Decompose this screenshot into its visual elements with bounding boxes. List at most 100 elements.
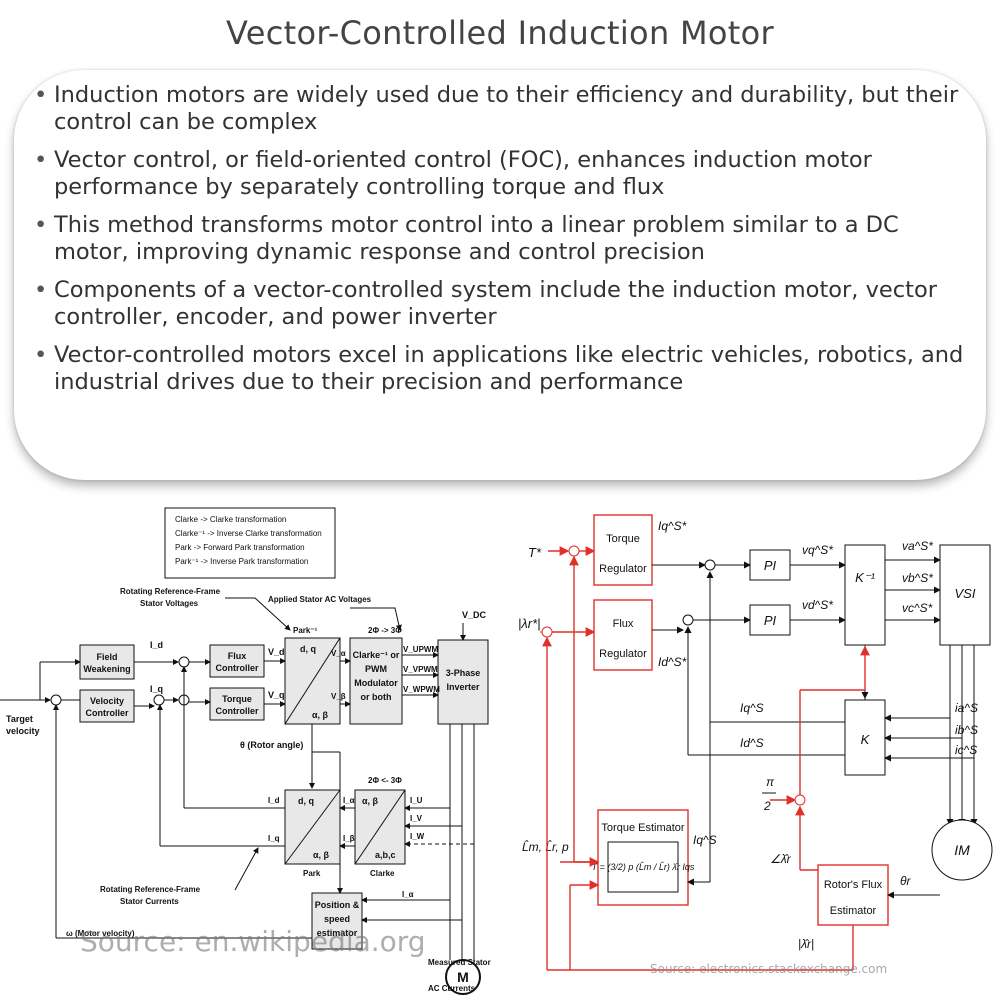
signal-vb: vb^S* (902, 571, 933, 585)
label-rotating-currents: Stator Currents (120, 897, 179, 906)
source-left: Source: en.wikipedia.org (80, 925, 426, 958)
signal-lambda-mag: |λ̂r| (798, 937, 814, 951)
motor-symbol (445, 959, 481, 995)
signal-va: va^S* (902, 539, 933, 553)
label-rotating-voltages: Rotating Reference-Frame (120, 587, 221, 596)
signal-ib: ib^S (955, 723, 978, 737)
k-block (844, 699, 886, 776)
block-label: Torque (222, 694, 252, 704)
signal-label: I_U (410, 796, 423, 805)
block-label: Torque Estimator (601, 822, 684, 834)
signal-vc: vc^S* (902, 601, 933, 615)
signal-iq-est: Iq^S (693, 833, 717, 847)
label-target-velocity: velocity (6, 726, 40, 736)
block-label: Torque (606, 533, 640, 545)
block-label: Position & (315, 900, 360, 910)
signal-label: I_q (268, 834, 280, 843)
block-label: Modulator (354, 678, 398, 688)
signal-label: V_VPWM (403, 665, 438, 674)
legend-line: Park -> Forward Park transformation (175, 543, 305, 552)
pi-block-q (749, 549, 791, 581)
label-measured: AC Currents (428, 984, 476, 993)
label-3to2: 2Φ <- 3Φ (368, 776, 402, 785)
label-measured: Measured Stator (428, 958, 491, 967)
signal-vd-ref: vd^S* (802, 598, 833, 612)
block-label: K (861, 732, 871, 747)
block-label: Regulator (599, 563, 647, 575)
signal-label: I_α (402, 890, 414, 899)
signal-label: I_β (343, 834, 355, 843)
summary-card (14, 70, 986, 480)
block-label: 3-Phase (446, 668, 481, 678)
label-motor-velocity: ω (Motor velocity) (66, 929, 135, 938)
bullet-item: Components of a vector-controlled system… (34, 277, 974, 331)
block-label: VSI (955, 586, 976, 601)
signal-id-ref: Id^S* (658, 655, 687, 669)
legend-line: Clarke⁻¹ -> Inverse Clarke transformatio… (175, 529, 322, 538)
estimator-inputs: L̂m, L̂r, p (522, 839, 569, 854)
velocity-controller-block (79, 689, 135, 723)
signal-label: V_α (331, 649, 346, 658)
induction-motor-symbol (931, 819, 993, 881)
bullet-item: Induction motors are widely used due to … (34, 82, 974, 136)
signal-label: V_UPWM (403, 645, 438, 654)
block-label: K⁻¹ (855, 570, 876, 585)
block-label: Inverter (446, 682, 480, 692)
block-label: Rotor's Flux (824, 879, 883, 891)
block-label: Controller (215, 663, 258, 673)
legend-box (164, 507, 336, 579)
block-label: PWM (365, 664, 387, 674)
signal-label: I_q (150, 684, 163, 694)
block-label: Clarke⁻¹ or (353, 650, 400, 660)
label-park-inverse: Park⁻¹ (293, 626, 318, 635)
block-label: estimator (317, 928, 358, 938)
block-label: Regulator (599, 648, 647, 660)
block-label: Field (96, 652, 117, 662)
block-label: speed (324, 914, 350, 924)
label-park: Park (303, 869, 321, 878)
label-target-velocity: Target (6, 714, 33, 724)
label-vdc: V_DC (462, 610, 487, 620)
block-label: Flux (613, 618, 634, 630)
signal-ic: ic^S (955, 743, 977, 757)
block-label: Controller (215, 706, 258, 716)
source-right: Source: electronics.stackexchange.com (650, 962, 888, 976)
block-label: or both (361, 692, 392, 702)
block-label: Velocity (90, 696, 124, 706)
label-pi: π (766, 775, 775, 789)
signal-iq-fb: Iq^S (740, 701, 764, 715)
label-rotating-currents: Rotating Reference-Frame (100, 885, 201, 894)
k-inverse-block (844, 544, 886, 646)
block-label: Weakening (83, 664, 130, 674)
signal-flux-ref: |λr*| (518, 616, 541, 631)
bullet-item: Vector control, or field-oriented contro… (34, 147, 974, 201)
block-label: d, q (298, 796, 314, 806)
signal-id-fb: Id^S (740, 736, 764, 750)
block-label: Estimator (830, 905, 877, 917)
block-label: PI (764, 613, 777, 628)
signal-iq-ref: Iq^S* (658, 519, 687, 533)
signal-theta-r: θr (900, 874, 912, 888)
signal-label: I_W (410, 832, 425, 841)
block-label: a,b,c (375, 850, 396, 860)
page-title: Vector-Controlled Induction Motor (226, 14, 774, 52)
bullet-item: Vector-controlled motors excel in applic… (34, 342, 974, 396)
block-label: α, β (312, 710, 329, 720)
clarke-pwm-block (349, 637, 403, 725)
label-two: 2 (763, 799, 771, 813)
signal-label: V_β (331, 692, 346, 701)
signal-angle: ∠λ̂r (770, 852, 792, 866)
block-label: α, β (362, 796, 379, 806)
label-clarke: Clarke (370, 869, 395, 878)
signal-label: I_α (343, 796, 355, 805)
flux-regulator-block (593, 599, 653, 671)
signal-torque-ref: T* (528, 545, 542, 560)
signal-label: V_d (268, 647, 285, 657)
signal-label: I_d (150, 640, 163, 650)
motor-label: M (457, 969, 469, 985)
estimator-formula: T̂ = (3/2) p (L̂m / L̂r) λ̂r Iqs (592, 862, 695, 872)
field-weakening-block (79, 644, 135, 680)
signal-label: V_WPWM (403, 685, 440, 694)
label-theta: θ (Rotor angle) (240, 740, 303, 750)
block-label: PI (764, 558, 777, 573)
